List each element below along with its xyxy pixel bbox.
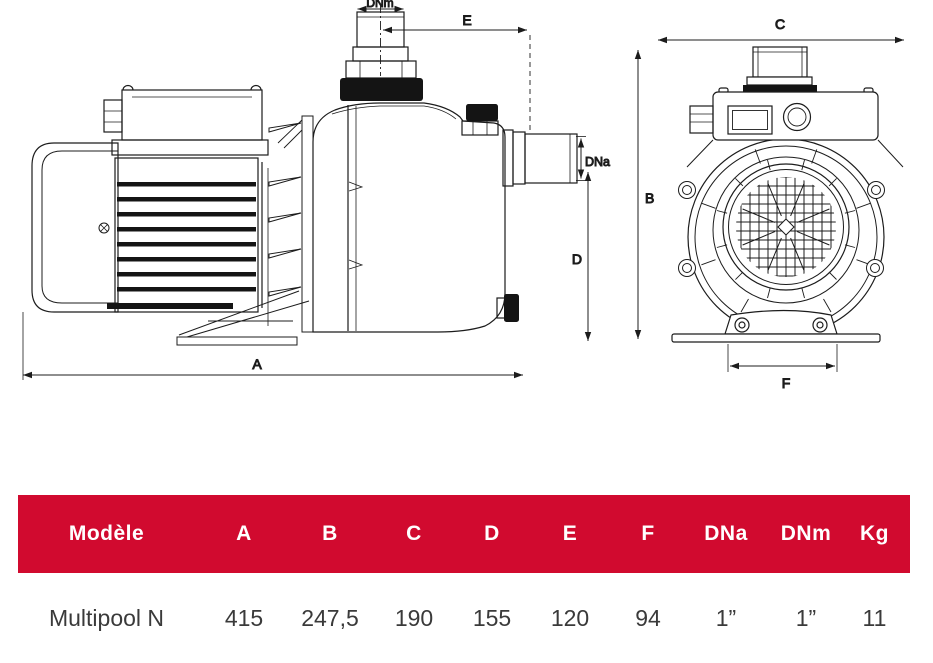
- col-header-d: D: [461, 495, 523, 573]
- cell-e: 120: [550, 604, 590, 631]
- col-header-c: C: [367, 495, 461, 573]
- col-header-kg: Kg: [839, 495, 910, 573]
- dim-label-e: E: [462, 12, 471, 28]
- terminal-box-side: [103, 84, 269, 156]
- col-header-modele: Modèle: [18, 495, 195, 573]
- fan-cover: [31, 142, 119, 313]
- cell-a: 415: [224, 604, 264, 631]
- col-header-b: B: [293, 495, 367, 573]
- cell-f: 94: [635, 604, 661, 631]
- front-foot: [671, 309, 881, 343]
- dim-label-f: F: [782, 375, 791, 391]
- cell-b: 247,5: [301, 604, 359, 631]
- dim-label-b: B: [645, 190, 654, 206]
- cell-d: 155: [472, 604, 512, 631]
- side-view: [31, 4, 578, 346]
- cell-kg: 11: [862, 604, 887, 631]
- front-view: [671, 46, 904, 343]
- dim-label-dnm: DNm: [366, 0, 393, 10]
- front-top-port: [743, 46, 817, 92]
- col-header-e: E: [523, 495, 617, 573]
- cell-c: 190: [394, 604, 434, 631]
- box-knob: [782, 102, 812, 132]
- flange-bolts: [678, 181, 885, 277]
- front-dimensions: C B F: [634, 16, 904, 392]
- pump-foot: [176, 290, 310, 346]
- dim-label-dna: DNa: [585, 155, 610, 169]
- discharge-port: [340, 4, 423, 101]
- motor-body: [107, 157, 269, 326]
- fan-grille: [736, 177, 836, 277]
- filler-plug: [461, 104, 499, 136]
- dim-label-a: A: [252, 356, 262, 372]
- col-header-a: A: [195, 495, 293, 573]
- pump-bracket: [268, 115, 314, 333]
- side-dimensions: DNm E DNa D A: [22, 0, 611, 380]
- col-header-dna: DNa: [679, 495, 773, 573]
- pump-casing: [312, 102, 506, 333]
- pump-dimension-drawing: DNm E DNa D A: [22, 0, 904, 392]
- box-window: [727, 105, 773, 135]
- col-header-f: F: [617, 495, 679, 573]
- dim-label-c: C: [775, 16, 785, 32]
- cell-dna: 1”: [715, 604, 737, 631]
- dimensions-table: Modèle A B C D E F DNa DNm Kg Multipool …: [18, 495, 910, 663]
- cell-dnm: 1”: [795, 604, 817, 631]
- terminal-box-front: [686, 87, 904, 168]
- suction-port: [502, 129, 578, 187]
- cable-gland: [689, 105, 714, 134]
- dim-label-d: D: [572, 251, 582, 267]
- cell-model: Multipool N: [48, 604, 165, 631]
- col-header-dnm: DNm: [773, 495, 839, 573]
- drain-plug: [496, 294, 519, 322]
